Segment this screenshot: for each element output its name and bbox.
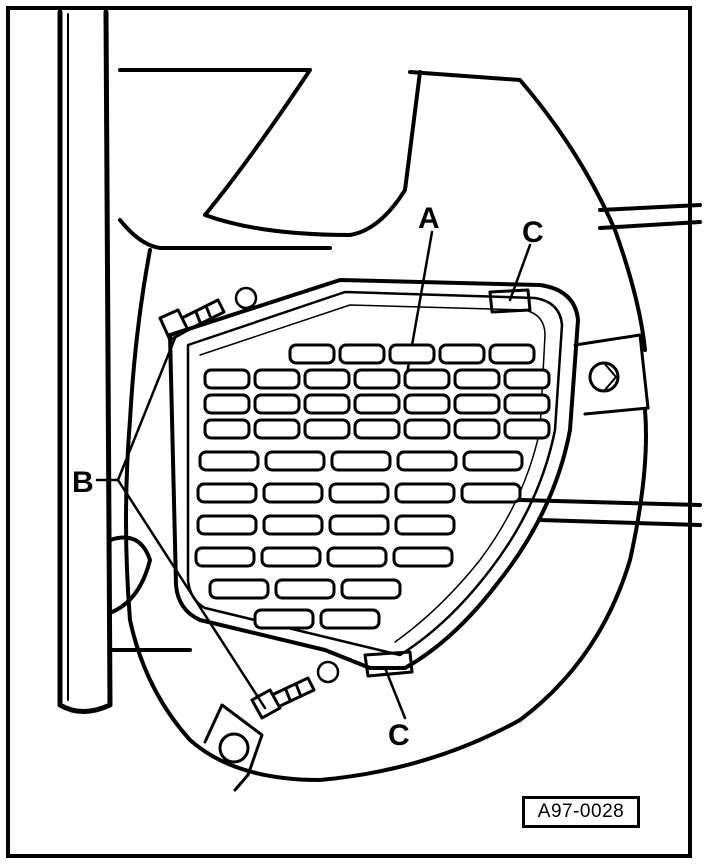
fuse-slot <box>503 368 551 390</box>
fuse-slot <box>253 368 301 390</box>
fuse-slot <box>328 514 390 536</box>
fuse-slot <box>262 514 324 536</box>
fuse-slot <box>330 450 392 472</box>
fuse-slot <box>353 393 401 415</box>
leader-lines <box>95 230 532 720</box>
clip-top <box>488 288 532 314</box>
clip-bottom <box>363 650 414 678</box>
fuse-slot <box>460 482 522 504</box>
fuse-slot <box>353 418 401 440</box>
fuse-slot <box>203 368 251 390</box>
fuse-slot <box>403 393 451 415</box>
right-bracket <box>573 333 650 416</box>
fuse-slot <box>326 546 388 568</box>
callout-a-label: A <box>418 202 440 235</box>
callout-c-bottom-label: C <box>388 719 410 752</box>
fuse-slot <box>303 393 351 415</box>
callout-b-label: B <box>72 466 94 499</box>
bottom-bolt <box>250 660 340 720</box>
fuse-slot <box>260 546 322 568</box>
fuse-slot <box>264 450 326 472</box>
fuse-slot <box>392 546 454 568</box>
fuse-slot <box>303 368 351 390</box>
bottom-bracket <box>203 703 264 792</box>
fuse-slot <box>396 450 458 472</box>
fuse-slot <box>453 418 501 440</box>
fuse-slot <box>262 482 324 504</box>
fuse-slot <box>453 393 501 415</box>
callout-c-top-label: C <box>522 216 544 249</box>
fuse-slot <box>203 393 251 415</box>
fuse-slot <box>198 450 260 472</box>
fuse-slot <box>503 393 551 415</box>
fuse-slot <box>253 418 301 440</box>
fuse-slot <box>203 418 251 440</box>
fuse-slot <box>274 578 336 600</box>
fuse-slot <box>403 368 451 390</box>
fuse-slot <box>388 343 436 365</box>
fuse-slot <box>462 450 524 472</box>
fuse-slot <box>403 418 451 440</box>
fuse-slot <box>288 343 336 365</box>
fuse-slot <box>196 482 258 504</box>
figure-reference-code: A97-0028 <box>522 796 640 828</box>
door-pillar <box>57 9 113 714</box>
fuse-slot <box>319 608 381 630</box>
fuse-slot <box>353 368 401 390</box>
fuse-slot <box>438 343 486 365</box>
fuse-slot <box>253 393 301 415</box>
fuse-slot <box>340 578 402 600</box>
fuse-slot <box>394 482 456 504</box>
fuse-slot <box>194 546 256 568</box>
fuse-slot <box>253 608 315 630</box>
fuse-slot <box>328 482 390 504</box>
dash-trim-outline <box>108 68 702 782</box>
fuse-slot <box>338 343 386 365</box>
fuse-slot <box>208 578 270 600</box>
fuse-slot <box>303 418 351 440</box>
fuse-slot <box>488 343 536 365</box>
fuse-slot <box>453 368 501 390</box>
fuse-slot <box>196 514 258 536</box>
top-bolt <box>158 286 258 342</box>
fuse-slot <box>394 514 456 536</box>
fuse-grid <box>194 343 551 630</box>
fuse-slot <box>503 418 551 440</box>
